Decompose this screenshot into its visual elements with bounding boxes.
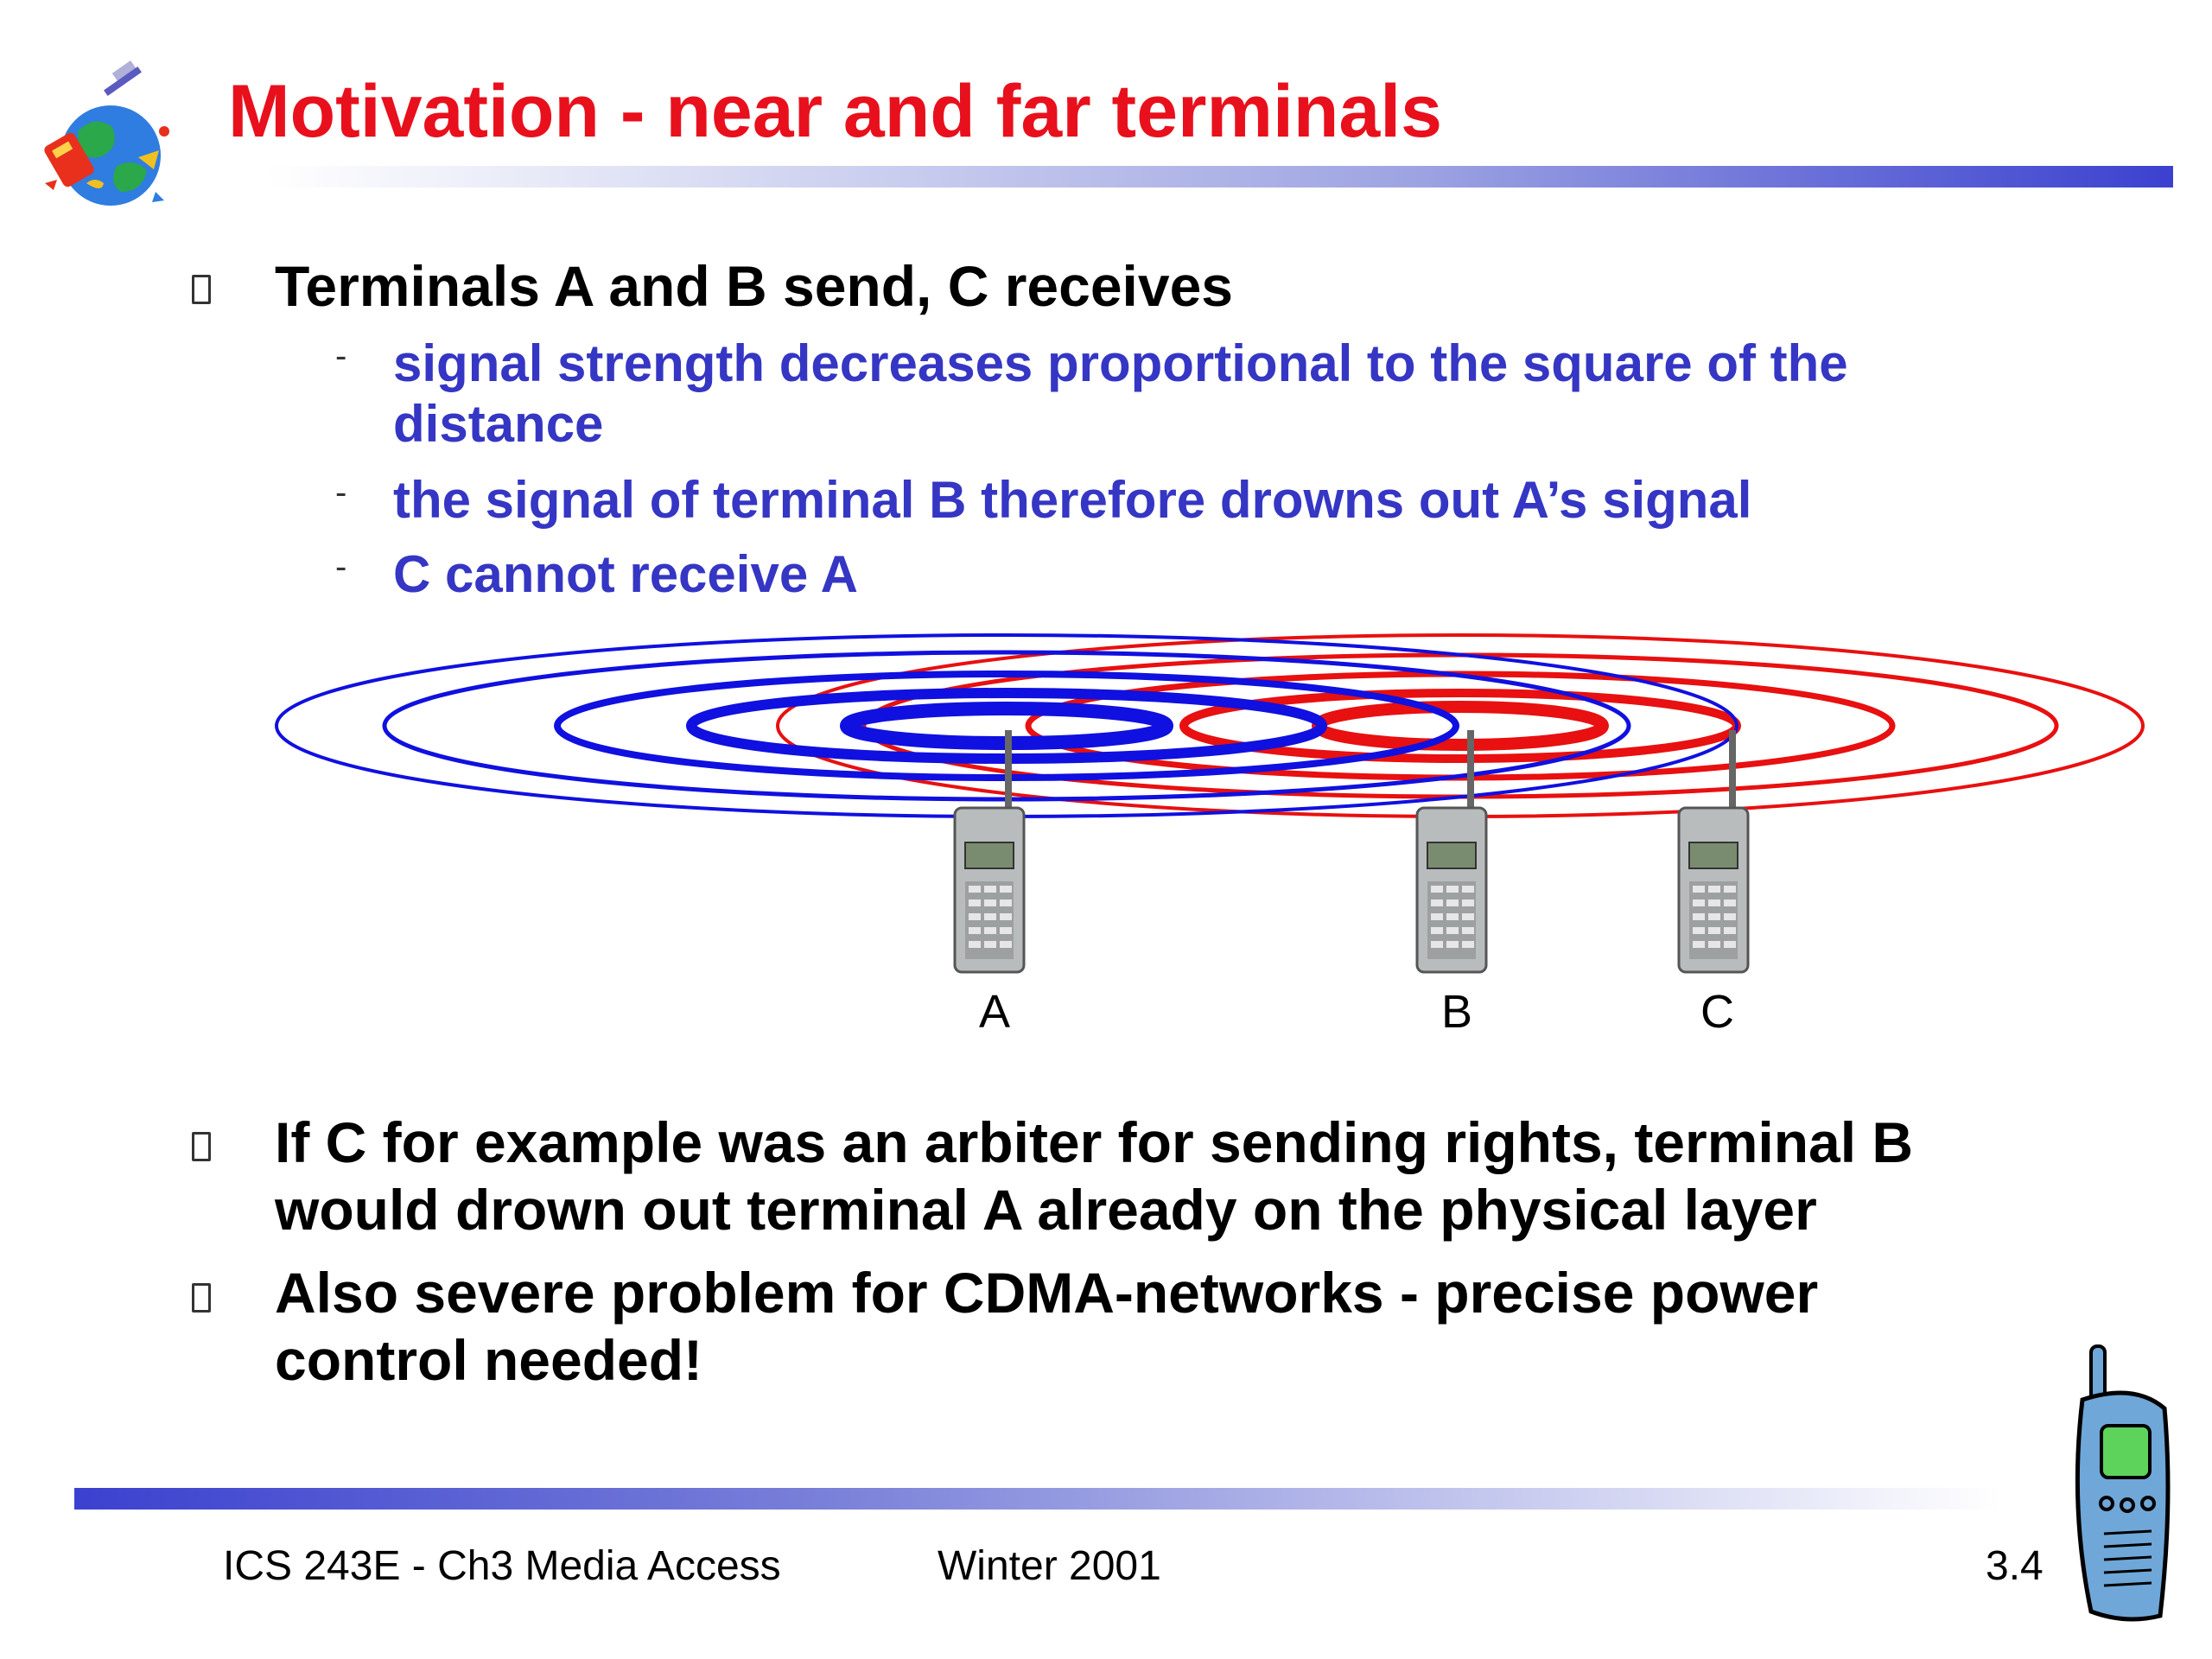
terminal-b-signal-rings — [776, 633, 2145, 818]
bullet-text: Terminals A and B send, C receives — [275, 254, 1233, 318]
terminal-a-phone-icon — [953, 730, 1026, 974]
terminal-b-phone-icon — [1415, 730, 1488, 974]
bullet-marker — [192, 1283, 211, 1313]
terminal-c-label: C — [1700, 986, 1734, 1038]
sub-bullet-dash: - — [335, 337, 347, 375]
sub-bullet-text: C cannot receive A — [393, 545, 858, 603]
b-ring — [776, 633, 2145, 818]
sub-bullet-text: the signal of terminal B therefore drown… — [393, 471, 1752, 529]
cell-phone-icon — [2075, 1344, 2171, 1622]
footer-page-number: 3.4 — [1986, 1543, 2044, 1589]
footer-course: ICS 243E - Ch3 Media Access — [223, 1543, 781, 1589]
signal-diagram — [275, 633, 2145, 974]
sub-bullet-text: distance — [393, 395, 604, 453]
title-underline-bar — [268, 166, 2173, 188]
bullet-text: Also severe problem for CDMA-networks - … — [275, 1261, 1819, 1325]
footer-term: Winter 2001 — [938, 1543, 1161, 1589]
sub-bullet-text: signal strength decreases proportional t… — [393, 334, 1848, 392]
terminal-c-phone-icon — [1677, 730, 1750, 974]
globe-logo-icon — [44, 60, 169, 206]
bullet-marker — [192, 275, 211, 304]
terminal-b-label: B — [1441, 986, 1473, 1038]
sub-bullet-dash: - — [335, 474, 347, 512]
sub-bullet-dash: - — [335, 548, 347, 586]
slide-title: Motivation - near and far terminals — [228, 70, 1442, 153]
terminal-a-label: A — [979, 986, 1011, 1038]
bullet-text: If C for example was an arbiter for send… — [275, 1110, 1914, 1174]
footer-bar — [74, 1488, 2001, 1510]
b-ring — [1312, 701, 1609, 751]
bullet-marker — [192, 1132, 211, 1161]
bullet-text: would drown out terminal A already on th… — [275, 1178, 1817, 1242]
bullet-text: control needed! — [275, 1328, 703, 1392]
